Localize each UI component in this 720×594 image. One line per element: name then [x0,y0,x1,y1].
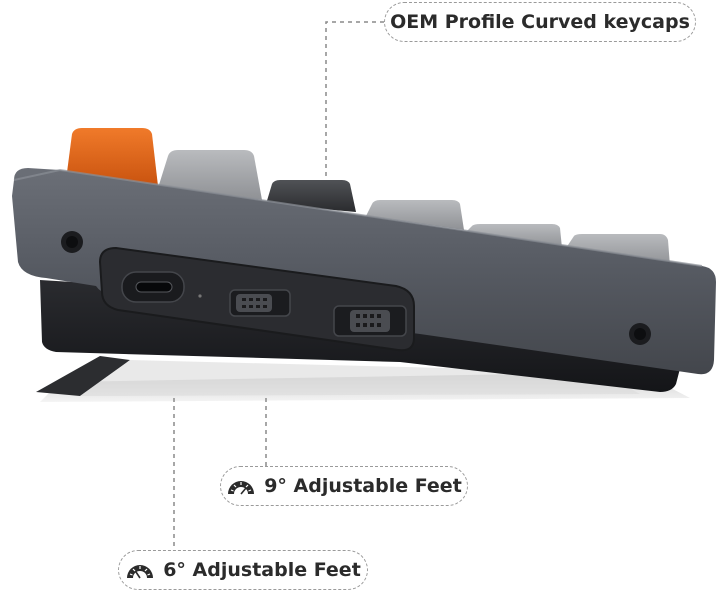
indicator-light [198,294,202,298]
callout-feet-9: 9° Adjustable Feet [220,466,468,506]
mode-switch [229,289,291,317]
case-frame [12,168,716,375]
callout-feet-6-label: 6° Adjustable Feet [163,559,361,581]
callout-keycaps: OEM Profile Curved keycaps [384,2,696,42]
os-switch [333,305,407,337]
adjustable-feet [36,356,640,396]
callout-feet-6: 6° Adjustable Feet [118,550,368,590]
case-screw-right [629,323,651,345]
leader-lines [173,21,384,550]
usb-c-port [121,271,185,303]
leader-keycaps [325,21,384,176]
keycap-gray-1 [158,150,262,200]
callout-feet-9-label: 9° Adjustable Feet [264,475,462,497]
case-screw-left [61,231,83,253]
keycap-orange [66,128,158,186]
callout-keycaps-label: OEM Profile Curved keycaps [390,11,690,33]
protractor-icon [125,560,155,580]
protractor-icon [226,476,256,496]
keycap-gray-2 [366,200,464,230]
